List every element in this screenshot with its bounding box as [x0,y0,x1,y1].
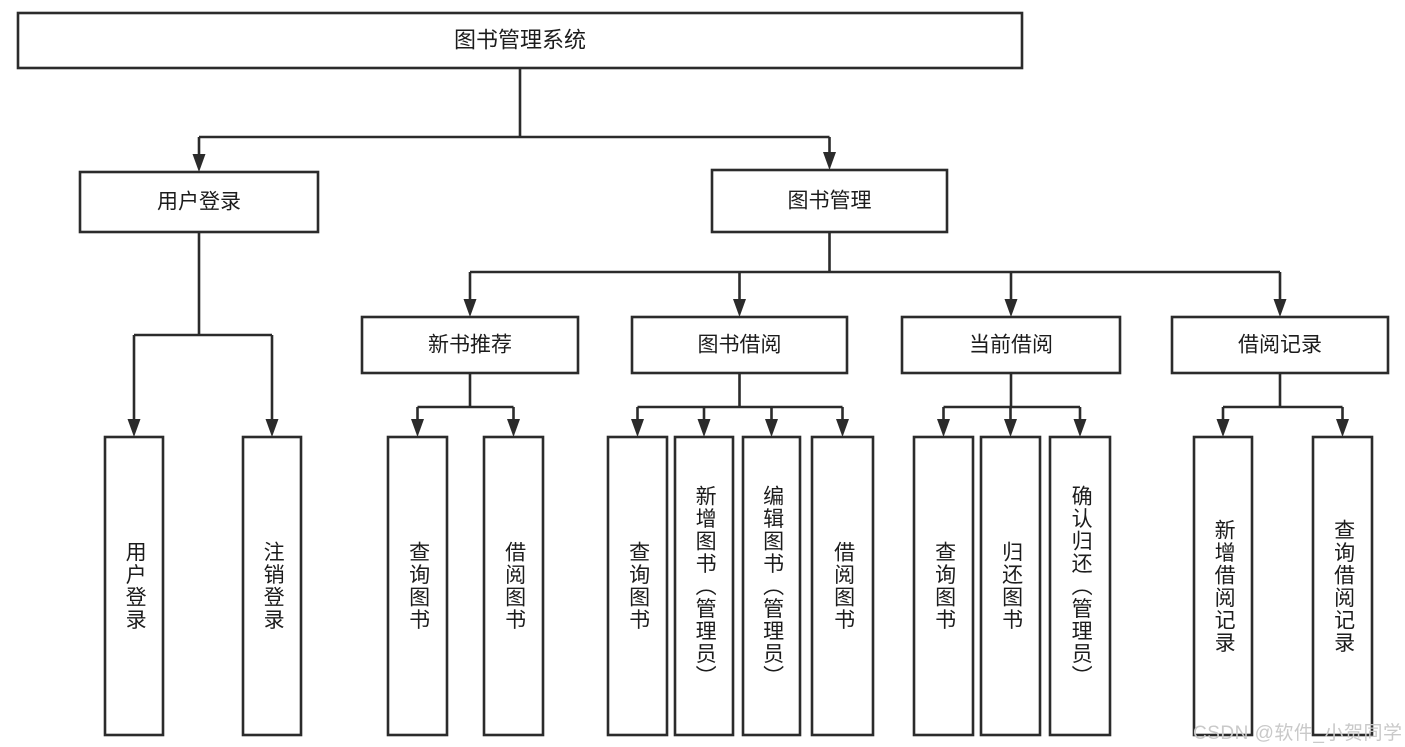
connector-layer [127,68,1349,437]
node-leaf-confirm-return-box[interactable] [1048,435,1112,737]
arrow-head-leaf-query-book-1 [411,419,424,437]
node-leaf-query-book-1-box[interactable] [386,435,449,737]
node-root-label: 图书管理系统 [454,27,586,52]
node-new-book-rec[interactable]: 新书推荐 [360,315,580,375]
node-leaf-borrow-book-2-box[interactable] [810,435,875,737]
node-root[interactable]: 图书管理系统 [16,11,1024,70]
arrow-head-leaf-add-book [697,419,711,437]
node-current-borrow[interactable]: 当前借阅 [900,315,1122,375]
arrow-head-book-manage [823,152,836,170]
node-user-login-label: 用户登录 [157,191,241,214]
node-book-borrow-label: 图书借阅 [698,334,782,357]
arrow-head-leaf-confirm-return [1073,419,1087,437]
arrow-head-leaf-query-record [1336,419,1349,437]
node-leaf-return-book-box[interactable] [979,435,1042,737]
node-new-book-rec-box[interactable] [360,315,580,375]
node-leaf-query-book-2[interactable] [606,435,669,737]
node-leaf-user-login[interactable] [103,435,165,737]
node-leaf-add-record-box[interactable] [1192,435,1254,737]
node-new-book-rec-label: 新书推荐 [428,334,512,357]
node-current-borrow-box[interactable] [900,315,1122,375]
node-leaf-logout-box[interactable] [241,435,303,737]
node-book-manage[interactable]: 图书管理 [710,168,949,234]
node-leaf-query-record[interactable] [1311,435,1374,737]
node-leaf-borrow-book-1-box[interactable] [482,435,545,737]
node-leaf-edit-book[interactable] [741,435,802,737]
node-user-login-box[interactable] [78,170,320,234]
node-root-box[interactable] [16,11,1024,70]
arrow-head-book-borrow [733,299,746,317]
node-leaf-query-book-1[interactable] [386,435,449,737]
arrow-head-leaf-query-book-2 [631,419,644,437]
csdn-watermark: CSDN @软件_小贺同学 [1193,723,1403,744]
node-book-manage-label: 图书管理 [788,190,872,213]
node-book-borrow-box[interactable] [630,315,849,375]
node-leaf-return-book[interactable] [979,435,1042,737]
node-leaf-borrow-book-2[interactable] [810,435,875,737]
arrow-head-leaf-edit-book [765,419,778,437]
arrow-head-user-login [192,154,206,172]
node-leaf-query-book-2-box[interactable] [606,435,669,737]
arrow-head-leaf-user-login [127,419,141,437]
node-leaf-query-book-3[interactable] [912,435,975,737]
node-leaf-confirm-return[interactable] [1048,435,1112,737]
arrow-head-borrow-record [1273,299,1287,317]
node-user-login[interactable]: 用户登录 [78,170,320,234]
node-leaf-edit-book-box[interactable] [741,435,802,737]
node-borrow-record-box[interactable] [1170,315,1390,375]
arrow-head-current-borrow [1004,299,1018,317]
node-book-manage-box[interactable] [710,168,949,234]
arrow-head-leaf-borrow-book-1 [507,419,520,437]
node-leaf-add-book[interactable] [673,435,735,737]
node-leaf-query-record-box[interactable] [1311,435,1374,737]
node-leaf-user-login-box[interactable] [103,435,165,737]
arrow-head-new-book-rec [463,299,477,317]
node-borrow-record-label: 借阅记录 [1238,334,1322,357]
arrow-head-leaf-add-record [1216,419,1230,437]
node-borrow-record[interactable]: 借阅记录 [1170,315,1390,375]
node-leaf-add-book-box[interactable] [673,435,735,737]
arrow-head-leaf-query-book-3 [937,419,950,437]
arrow-head-leaf-borrow-book-2 [836,419,849,437]
node-leaf-add-record[interactable] [1192,435,1254,737]
node-leaf-logout[interactable] [241,435,303,737]
arrow-head-leaf-return-book [1004,419,1017,437]
arrow-head-leaf-logout [265,419,279,437]
node-leaf-query-book-3-box[interactable] [912,435,975,737]
node-leaf-borrow-book-1[interactable] [482,435,545,737]
node-book-borrow[interactable]: 图书借阅 [630,315,849,375]
node-current-borrow-label: 当前借阅 [969,334,1053,357]
